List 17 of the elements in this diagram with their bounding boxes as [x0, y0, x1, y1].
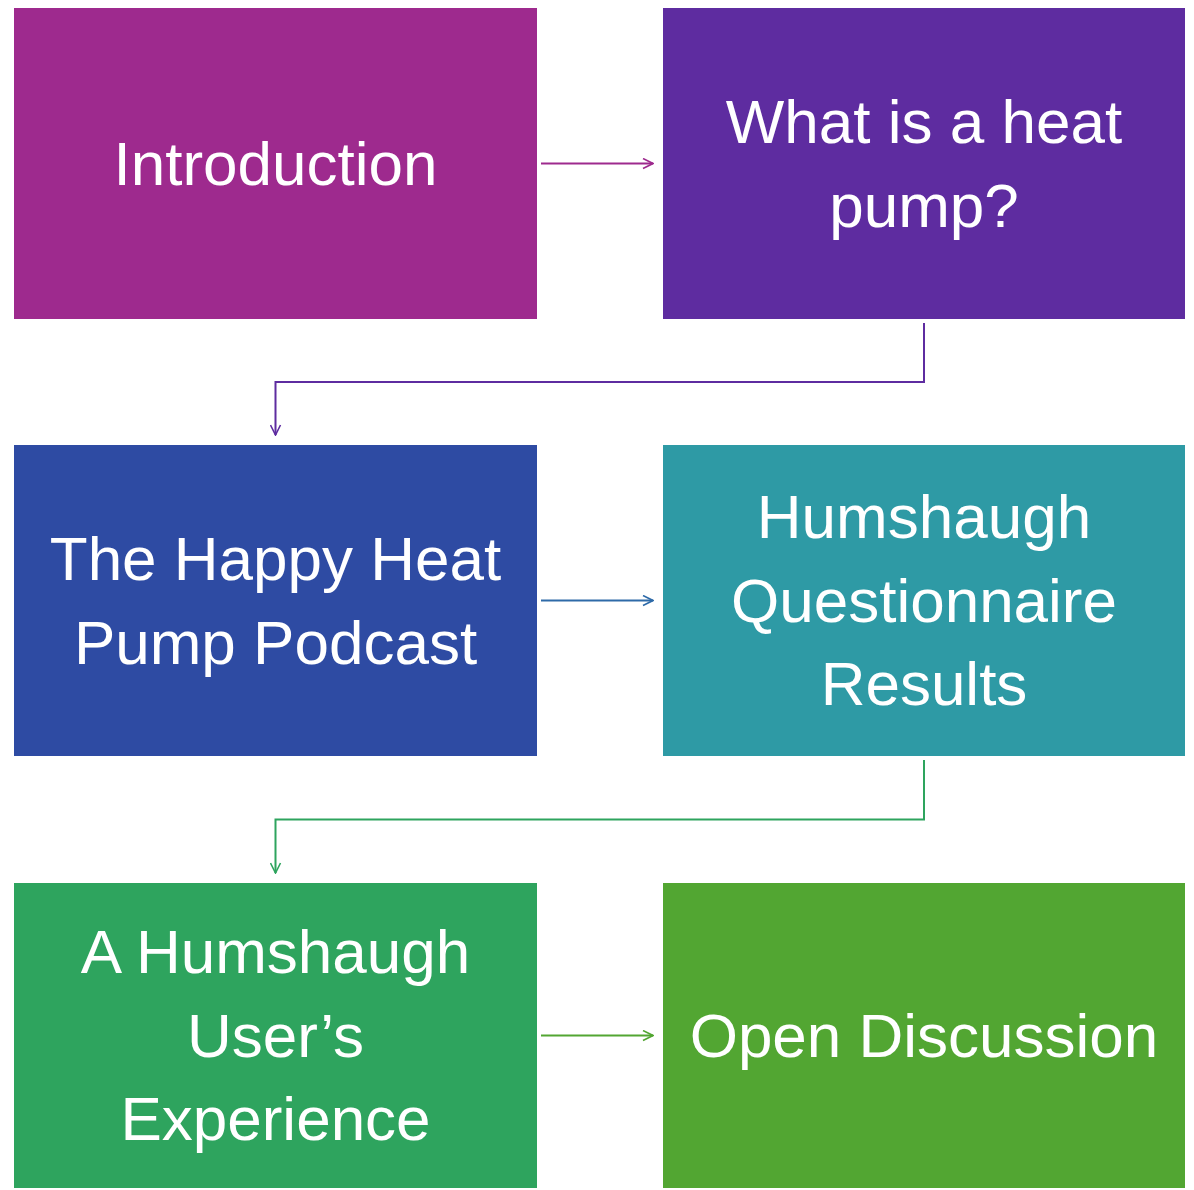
process-box: [14, 445, 537, 756]
process-box: [14, 883, 537, 1188]
box-label: Introduction: [113, 127, 438, 200]
arrow: [269, 759, 925, 874]
process-box: [663, 883, 1185, 1188]
process-box: [663, 8, 1185, 319]
box-label: Humshaugh Questionnaire Results: [730, 480, 1118, 721]
arrow: [540, 594, 654, 607]
box-label: A Humshaugh User’s Experience: [79, 915, 472, 1156]
arrow: [269, 322, 925, 436]
process-box: [14, 8, 537, 319]
box-label: What is a heat pump?: [724, 85, 1124, 242]
process-box: [663, 445, 1185, 756]
arrow: [540, 157, 654, 170]
box-label: Open Discussion: [689, 999, 1159, 1072]
box-label: The Happy Heat Pump Podcast: [48, 522, 503, 679]
arrow: [540, 1029, 654, 1042]
